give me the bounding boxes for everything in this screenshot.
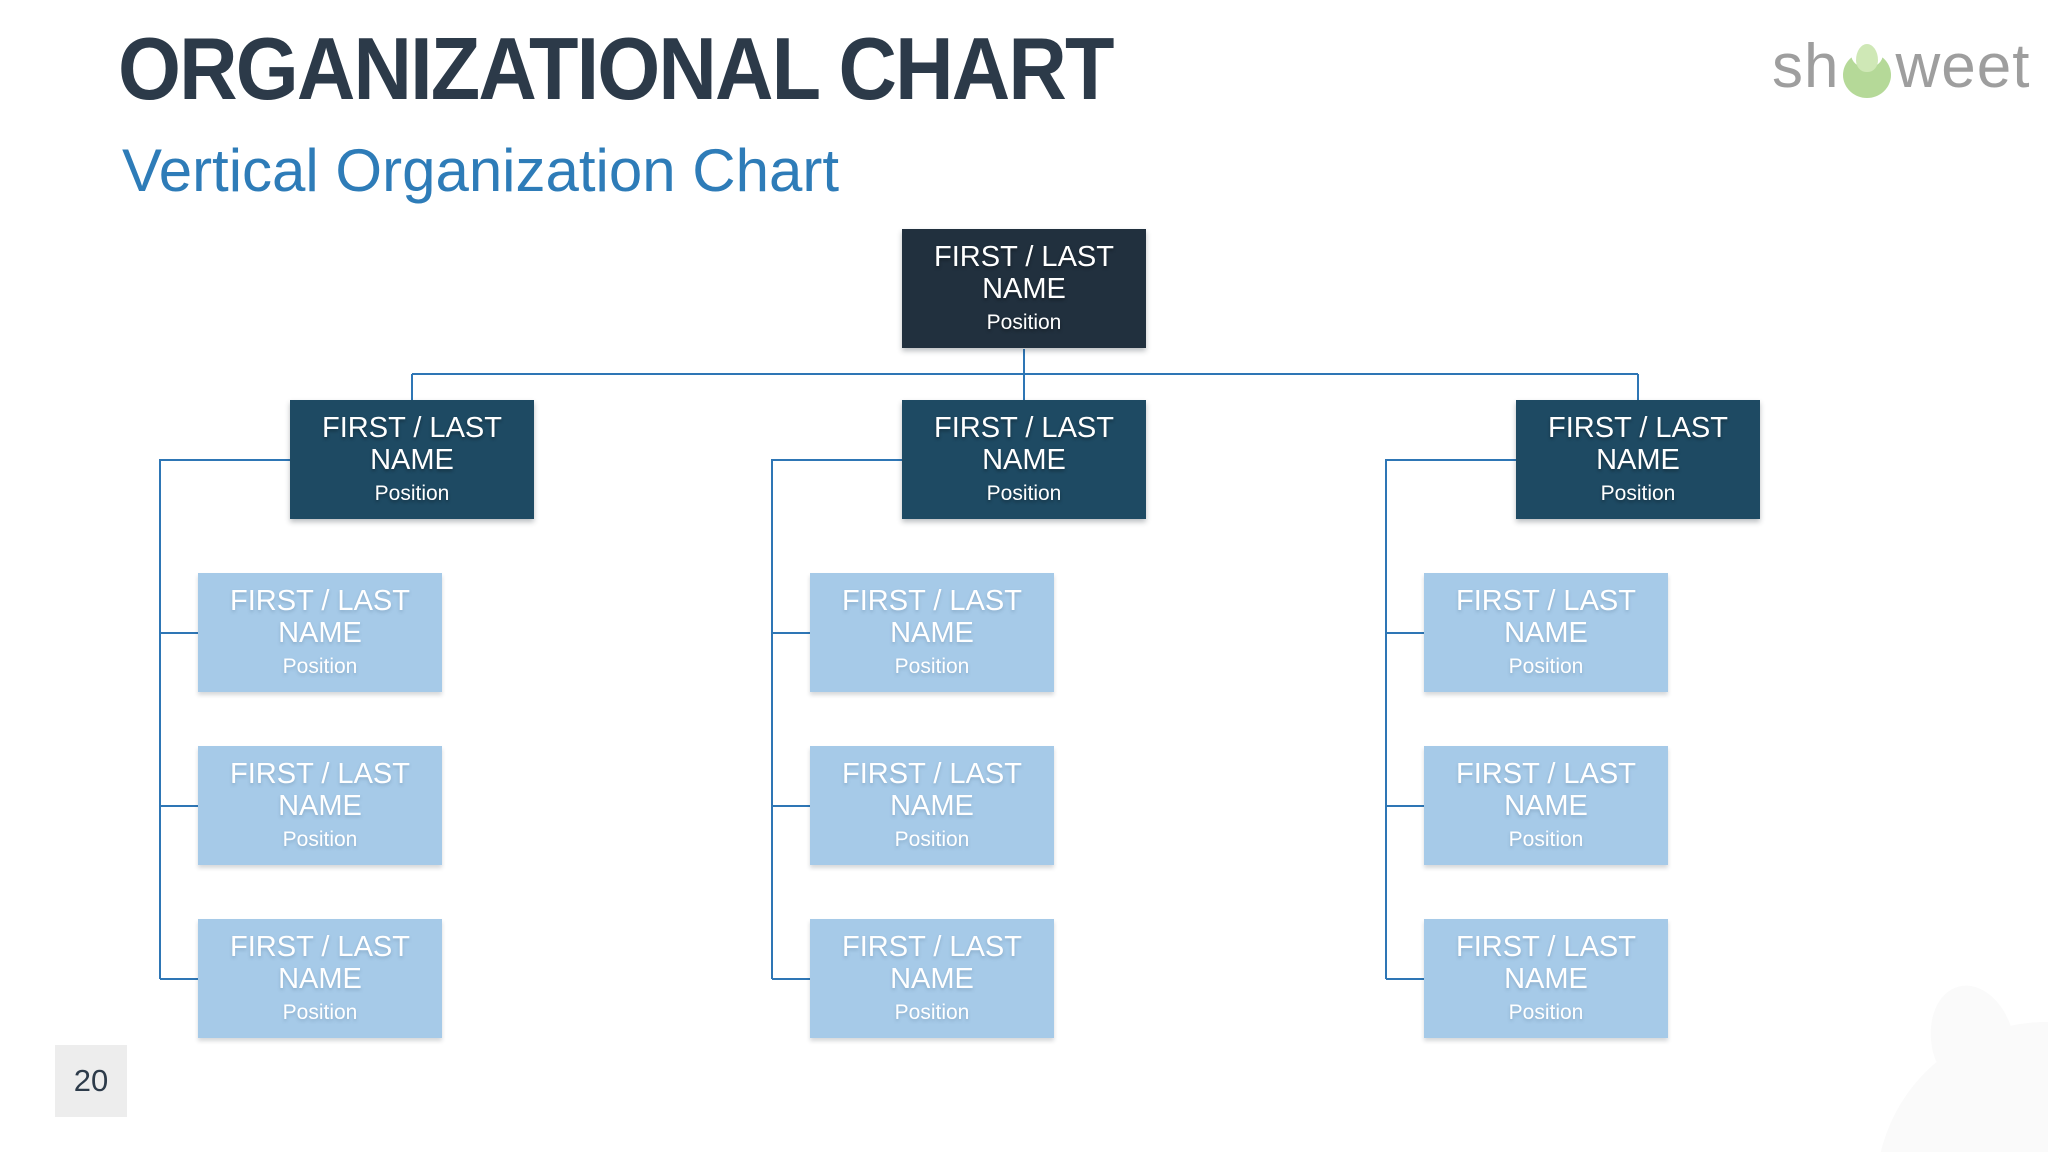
showeet-logo-o-icon [1843,40,1892,98]
logo-drop-shape [1856,44,1879,72]
node-position: Position [1600,481,1676,505]
node-position: Position [1508,654,1584,678]
node-position: Position [282,827,358,851]
node-position: Position [894,827,970,851]
logo-text-weet: weet [1895,32,2031,101]
node-position: Position [986,481,1062,505]
node-position: Position [1508,827,1584,851]
logo-text-sh: sh [1772,32,1840,101]
node-position: Position [282,1000,358,1024]
slide-subtitle: Vertical Organization Chart [122,137,840,204]
node-position: Position [282,654,358,678]
node-position: Position [986,310,1062,334]
node-position: Position [1508,1000,1584,1024]
slide-title: ORGANIZATIONAL CHART [118,19,1114,118]
showeet-logo: sh weet [1772,36,2030,98]
node-position: Position [894,1000,970,1024]
page-number: 20 [55,1045,127,1117]
node-position: Position [894,654,970,678]
node-position: Position [374,481,450,505]
